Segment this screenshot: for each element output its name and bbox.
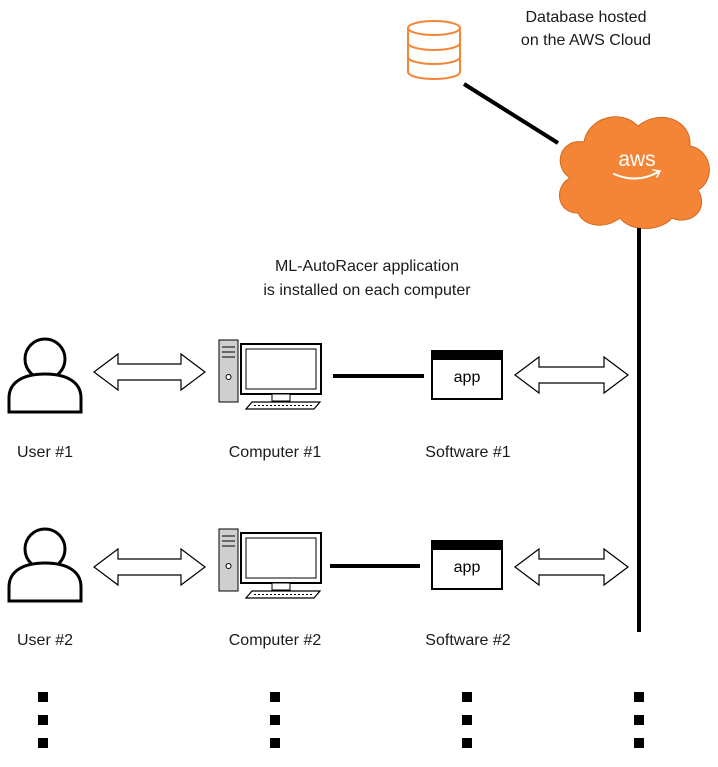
app-window-label: app bbox=[454, 559, 481, 576]
computer-label: Computer #2 bbox=[229, 632, 322, 649]
computer-icon bbox=[218, 528, 322, 599]
software-label: Software #2 bbox=[425, 632, 510, 649]
user-icon bbox=[7, 337, 83, 414]
row-2: User #2 Computer #2 app Software #2 bbox=[7, 527, 629, 649]
computer-label: Computer #1 bbox=[229, 444, 322, 461]
user-icon bbox=[7, 527, 83, 603]
database-caption-line1: Database hosted bbox=[526, 9, 647, 26]
continuation-dots-computers bbox=[270, 692, 280, 748]
app-note-line2: is installed on each computer bbox=[263, 282, 471, 299]
app-window-icon: app bbox=[431, 350, 503, 400]
app-window-label: app bbox=[454, 369, 481, 386]
app-window-icon: app bbox=[431, 540, 503, 590]
continuation-dots-users bbox=[38, 692, 48, 748]
database-icon bbox=[407, 20, 461, 80]
double-arrow-icon bbox=[514, 547, 629, 587]
aws-cloud-icon: aws bbox=[559, 116, 710, 229]
double-arrow-icon bbox=[93, 547, 206, 587]
app-note-line1: ML-AutoRacer application bbox=[275, 258, 459, 275]
aws-logo-text: aws bbox=[618, 148, 655, 171]
computer-icon bbox=[218, 339, 322, 410]
database-link bbox=[462, 82, 560, 145]
continuation-dots-backbone bbox=[634, 692, 644, 748]
row-1: User #1 Computer #1 app Software #1 bbox=[7, 337, 629, 461]
database-caption-line2: on the AWS Cloud bbox=[521, 32, 651, 49]
software-label: Software #1 bbox=[425, 444, 510, 461]
double-arrow-icon bbox=[514, 355, 629, 395]
user-label: User #2 bbox=[17, 632, 73, 649]
double-arrow-icon bbox=[93, 352, 206, 392]
user-label: User #1 bbox=[17, 444, 73, 461]
continuation-dots-software bbox=[462, 692, 472, 748]
